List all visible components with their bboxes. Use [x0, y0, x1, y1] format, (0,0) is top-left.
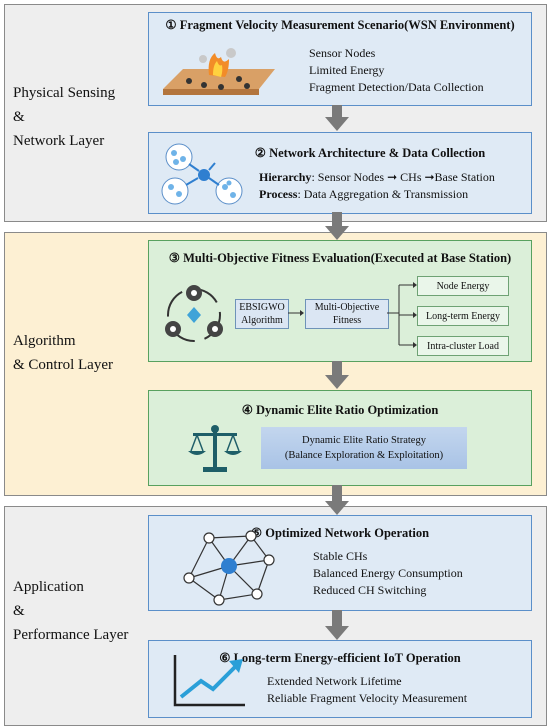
flow-arrow: [325, 212, 349, 240]
stage-3-fitness-evaluation: ③ Multi-Objective Fitness Evaluation(Exe…: [148, 240, 532, 362]
layer-label: Algorithm & Control Layer: [13, 333, 113, 373]
cluster-hierarchy-icon: [161, 143, 243, 205]
objective-intra-cluster-load: Intra-cluster Load: [417, 336, 509, 356]
stage-title: ⑤ Optimized Network Operation: [250, 526, 430, 540]
stage-text: Stable CHs Balanced Energy Consumption R…: [313, 549, 463, 597]
balance-scale-icon: [188, 425, 242, 472]
layer-label: Physical Sensing & Network Layer: [13, 85, 116, 149]
rising-trend-icon: [173, 655, 245, 707]
flow-arrow: [325, 485, 349, 515]
connector-arrow: [288, 310, 304, 316]
stage-title: ④ Dynamic Elite Ratio Optimization: [241, 403, 439, 417]
gear-cycle-icon: [165, 285, 223, 342]
stage-title: ② Network Architecture & Data Collection: [254, 146, 486, 160]
stage-6-iot-operation: ⑥ Long-term Energy-efficient IoT Operati…: [148, 640, 532, 718]
flow-arrow: [325, 105, 349, 131]
multi-objective-fitness-box: Multi-Objective Fitness: [305, 299, 389, 329]
layer-label: Application & Performance Layer: [13, 579, 129, 643]
stage-title: ③ Multi-Objective Fitness Evaluation(Exe…: [168, 251, 512, 265]
flow-arrow: [325, 361, 349, 389]
objective-long-term-energy: Long-term Energy: [417, 306, 509, 326]
stage-text: Sensor Nodes Limited Energy Fragment Det…: [309, 46, 484, 94]
objective-node-energy: Node Energy: [417, 276, 509, 296]
stage-title: ⑥ Long-term Energy-efficient IoT Operati…: [219, 651, 461, 665]
ebsigwo-algorithm-box: EBSIGWO Algorithm: [235, 299, 289, 329]
flow-arrow: [325, 610, 349, 640]
elite-ratio-strategy-box: Dynamic Elite Ratio Strategy (Balance Ex…: [261, 427, 467, 469]
stage-1-scenario: ① Fragment Velocity Measurement Scenario…: [148, 12, 532, 106]
stage-2-architecture: ② Network Architecture & Data Collection…: [148, 132, 532, 214]
branch-connector: [387, 282, 417, 348]
stage-title: ① Fragment Velocity Measurement Scenario…: [165, 18, 515, 32]
stage-4-elite-ratio: ④ Dynamic Elite Ratio Optimization Dynam…: [148, 390, 532, 486]
stage-text: Extended Network Lifetime Reliable Fragm…: [267, 674, 468, 705]
stage-5-network-operation: ⑤ Optimized Network Operation Stable CHs…: [148, 515, 532, 611]
network-graph-icon: [183, 530, 275, 606]
explosion-ground-icon: [163, 48, 275, 95]
stage-text: Hierarchy: Sensor Nodes ➞ CHs ➞Base Stat…: [259, 170, 495, 201]
